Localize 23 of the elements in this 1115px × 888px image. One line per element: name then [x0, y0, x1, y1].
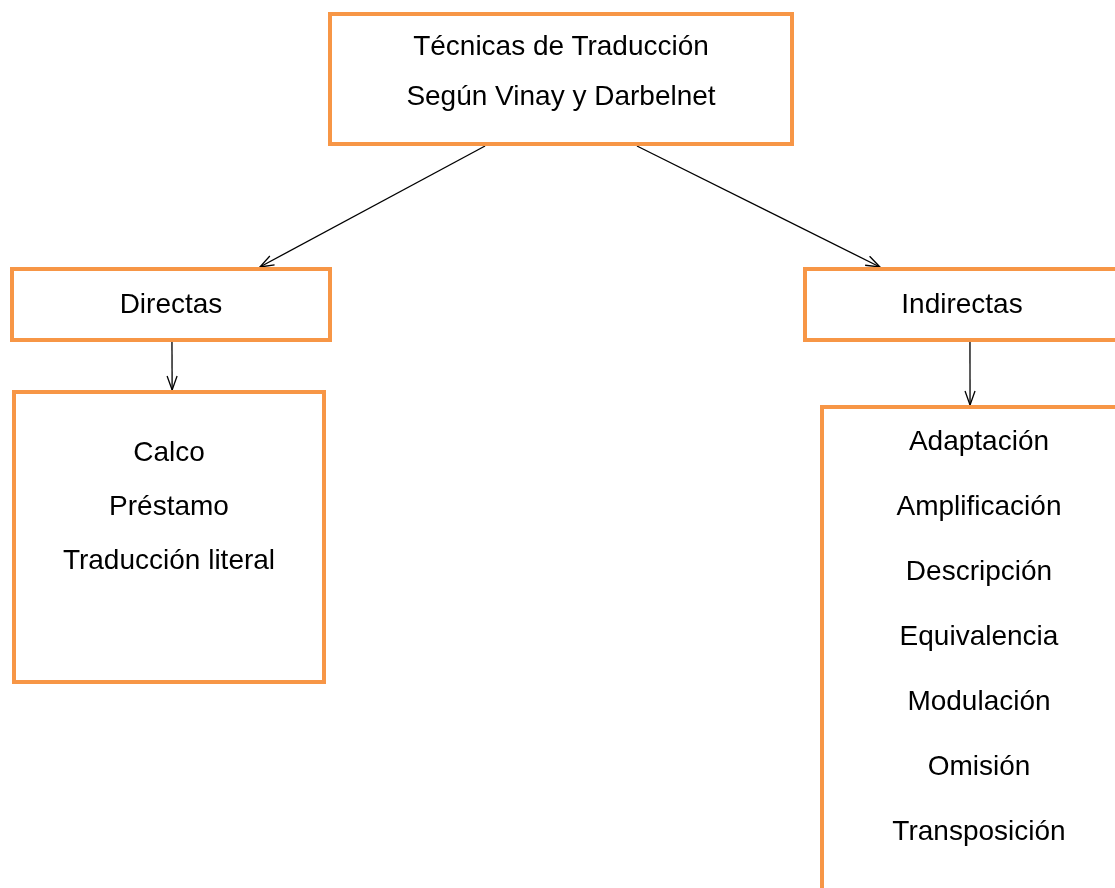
- node-text: Omisión: [927, 750, 1031, 782]
- node-text: Adaptación: [908, 425, 1050, 457]
- node-text: Calco: [133, 436, 205, 468]
- node-text: Equivalencia: [899, 620, 1059, 652]
- node-text: Traducción literal: [62, 544, 276, 576]
- technique-list-box: [12, 390, 326, 684]
- node-text: Amplificación: [896, 490, 1062, 522]
- node-text: Directas: [119, 288, 223, 320]
- arrow: [166, 341, 178, 391]
- node-text: Descripción: [905, 555, 1053, 587]
- category-box: [10, 267, 332, 342]
- node-text: Modulación: [907, 685, 1051, 717]
- node-text: Según Vinay y Darbelnet: [406, 80, 716, 112]
- technique-list-box: [820, 405, 1115, 888]
- node-text: Transposición: [892, 815, 1066, 847]
- title-box: [328, 12, 794, 146]
- node-text: Préstamo: [109, 490, 229, 522]
- arrow: [259, 145, 486, 268]
- category-box: [803, 267, 1115, 342]
- arrow: [636, 145, 881, 268]
- arrow: [964, 341, 976, 406]
- node-text: Indirectas: [901, 288, 1023, 320]
- node-text: Técnicas de Traducción: [413, 30, 709, 62]
